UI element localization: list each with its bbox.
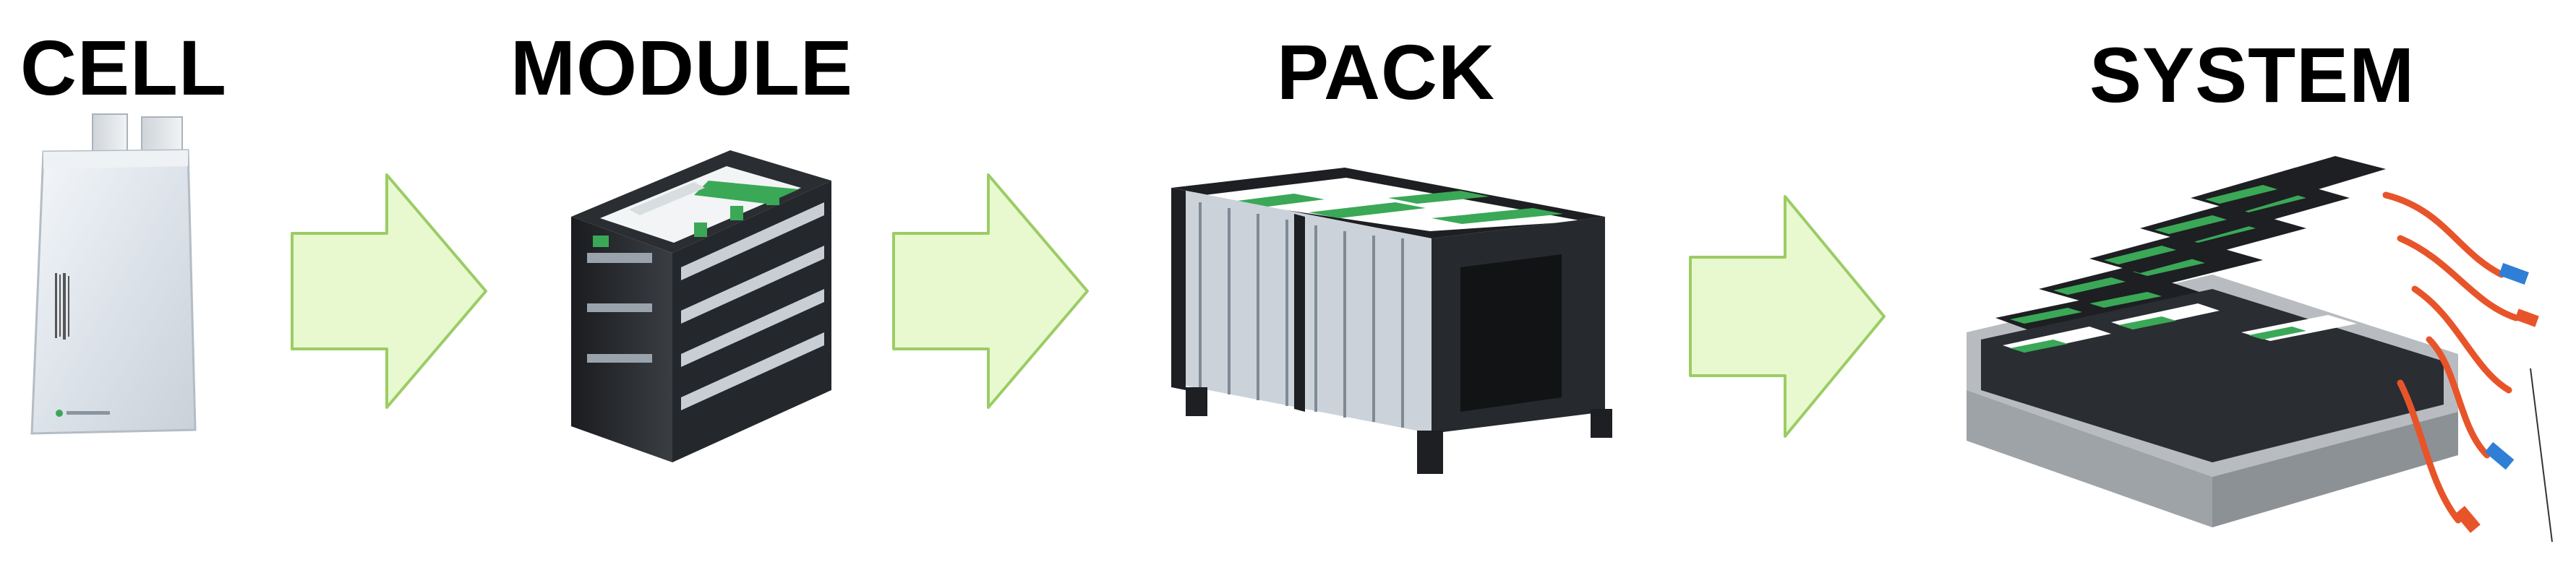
arrow-right-icon [291, 173, 487, 409]
arrow-right-icon [892, 173, 1089, 409]
stage-label-pack: PACK [1277, 28, 1496, 116]
arrow-right-icon [1689, 195, 1886, 438]
battery-module-image [571, 150, 831, 462]
stage-label-system: SYSTEM [2089, 31, 2415, 118]
pouch-cell-image [30, 113, 197, 435]
battery-system-image [1967, 156, 2553, 543]
battery-pack-image [1171, 168, 1612, 474]
stage-label-module: MODULE [510, 24, 853, 111]
stage-label-cell: CELL [20, 24, 227, 111]
